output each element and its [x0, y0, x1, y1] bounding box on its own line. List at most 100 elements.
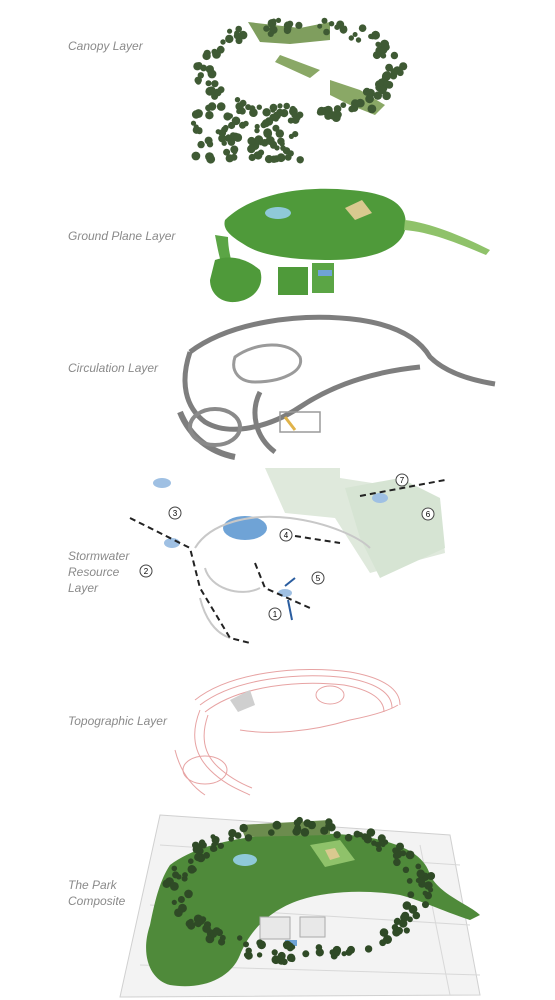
contour-line: [174, 749, 206, 796]
svg-text:5: 5: [316, 574, 321, 583]
tree-dot: [379, 928, 389, 937]
tree-dot: [203, 852, 211, 859]
marker-2: 2: [139, 564, 153, 578]
tree-dot: [257, 940, 266, 950]
flow-arrow: [287, 599, 293, 621]
label-line: Resource: [68, 565, 120, 579]
svg-text:1: 1: [273, 610, 278, 619]
tree-dot: [217, 86, 225, 94]
tree-dot: [209, 845, 217, 852]
watershed-line: [254, 562, 311, 609]
inner-road: [232, 343, 303, 384]
tree-dot: [289, 955, 296, 963]
tree-dot-group: [190, 17, 408, 164]
tree-dot: [192, 841, 200, 849]
pond: [233, 854, 257, 866]
svg-text:4: 4: [284, 531, 289, 540]
tree-dot: [427, 872, 436, 880]
tree-dot: [271, 18, 277, 24]
tree-dot: [212, 927, 221, 936]
tree-dot: [249, 105, 256, 112]
path-accent: [283, 416, 297, 431]
label-park-composite: The Park Composite: [68, 877, 125, 909]
tree-dot: [367, 104, 377, 114]
tree-dot: [191, 151, 201, 161]
tree-dot: [272, 820, 282, 830]
label-line: Layer: [68, 581, 99, 595]
tree-dot: [341, 951, 347, 957]
tree-dot: [377, 834, 386, 843]
tree-dot: [399, 919, 408, 928]
tree-dot: [204, 136, 213, 145]
building: [259, 916, 291, 940]
tree-dot: [182, 872, 188, 878]
parking-stripe: [279, 411, 321, 433]
tree-dot: [317, 23, 323, 29]
tree-dot: [390, 51, 399, 60]
tree-dot: [399, 62, 408, 71]
tree-dot: [321, 17, 328, 24]
tree-dot: [200, 64, 208, 72]
topographic-illustration: [174, 668, 401, 796]
tree-dot: [277, 103, 283, 109]
lawn-lower: [210, 257, 262, 303]
contour-loop: [182, 755, 228, 785]
tree-dot: [406, 878, 413, 884]
tree-dot: [348, 35, 354, 41]
tree-dot: [224, 135, 232, 142]
tree-dot: [203, 921, 212, 929]
tree-dot: [162, 879, 171, 888]
marker-1: 1: [268, 607, 282, 621]
tree-dot: [197, 140, 205, 149]
tree-dot: [237, 935, 243, 941]
tree-dot: [352, 32, 358, 37]
tree-dot: [227, 28, 233, 34]
tree-dot: [296, 156, 304, 164]
lower-road: [252, 390, 277, 454]
tree-dot: [393, 858, 401, 867]
tree-dot: [258, 139, 265, 146]
watershed-line: [359, 479, 446, 497]
park-lawn: [146, 833, 480, 987]
lawn-field: [278, 267, 308, 295]
tree-dot: [272, 124, 280, 132]
basin: [372, 493, 388, 503]
loop-road: [188, 314, 496, 387]
basin: [153, 478, 171, 488]
tree-dot: [371, 30, 380, 40]
canopy-mass: [275, 55, 320, 78]
site-plan-outline: [194, 515, 371, 639]
tree-dot: [238, 30, 248, 40]
tree-dot: [171, 865, 178, 872]
tree-dot: [211, 80, 219, 88]
contour-line: [194, 668, 401, 706]
contour-line: [199, 675, 393, 709]
tree-dot: [195, 79, 202, 85]
tree-dot: [221, 140, 227, 146]
lawn-field: [312, 263, 334, 293]
tree-dot: [325, 818, 333, 826]
contour-line: [239, 704, 399, 733]
tree-dot: [247, 144, 256, 154]
tree-dot: [263, 129, 273, 138]
label-stormwater-layer: Stormwater Resource Layer: [68, 548, 129, 596]
tree-dot: [422, 901, 429, 909]
lawn-main: [224, 188, 406, 260]
tree-dot: [244, 834, 253, 842]
tree-dot: [269, 25, 278, 34]
ballfield-infield: [325, 848, 340, 860]
tree-dot: [295, 21, 303, 29]
svg-text:7: 7: [400, 476, 405, 485]
tree-dot: [396, 842, 404, 851]
pond: [265, 207, 291, 219]
tree-dot: [225, 154, 234, 163]
tree-dot: [206, 154, 216, 164]
tree-dot-group: [162, 816, 436, 966]
tree-dot: [344, 833, 353, 842]
lawn-tail: [404, 220, 490, 255]
tree-dot: [428, 887, 434, 893]
contour-line: [203, 714, 253, 789]
tree-dot: [405, 850, 415, 860]
tree-dot: [218, 134, 227, 143]
watershed-line: [129, 517, 251, 644]
